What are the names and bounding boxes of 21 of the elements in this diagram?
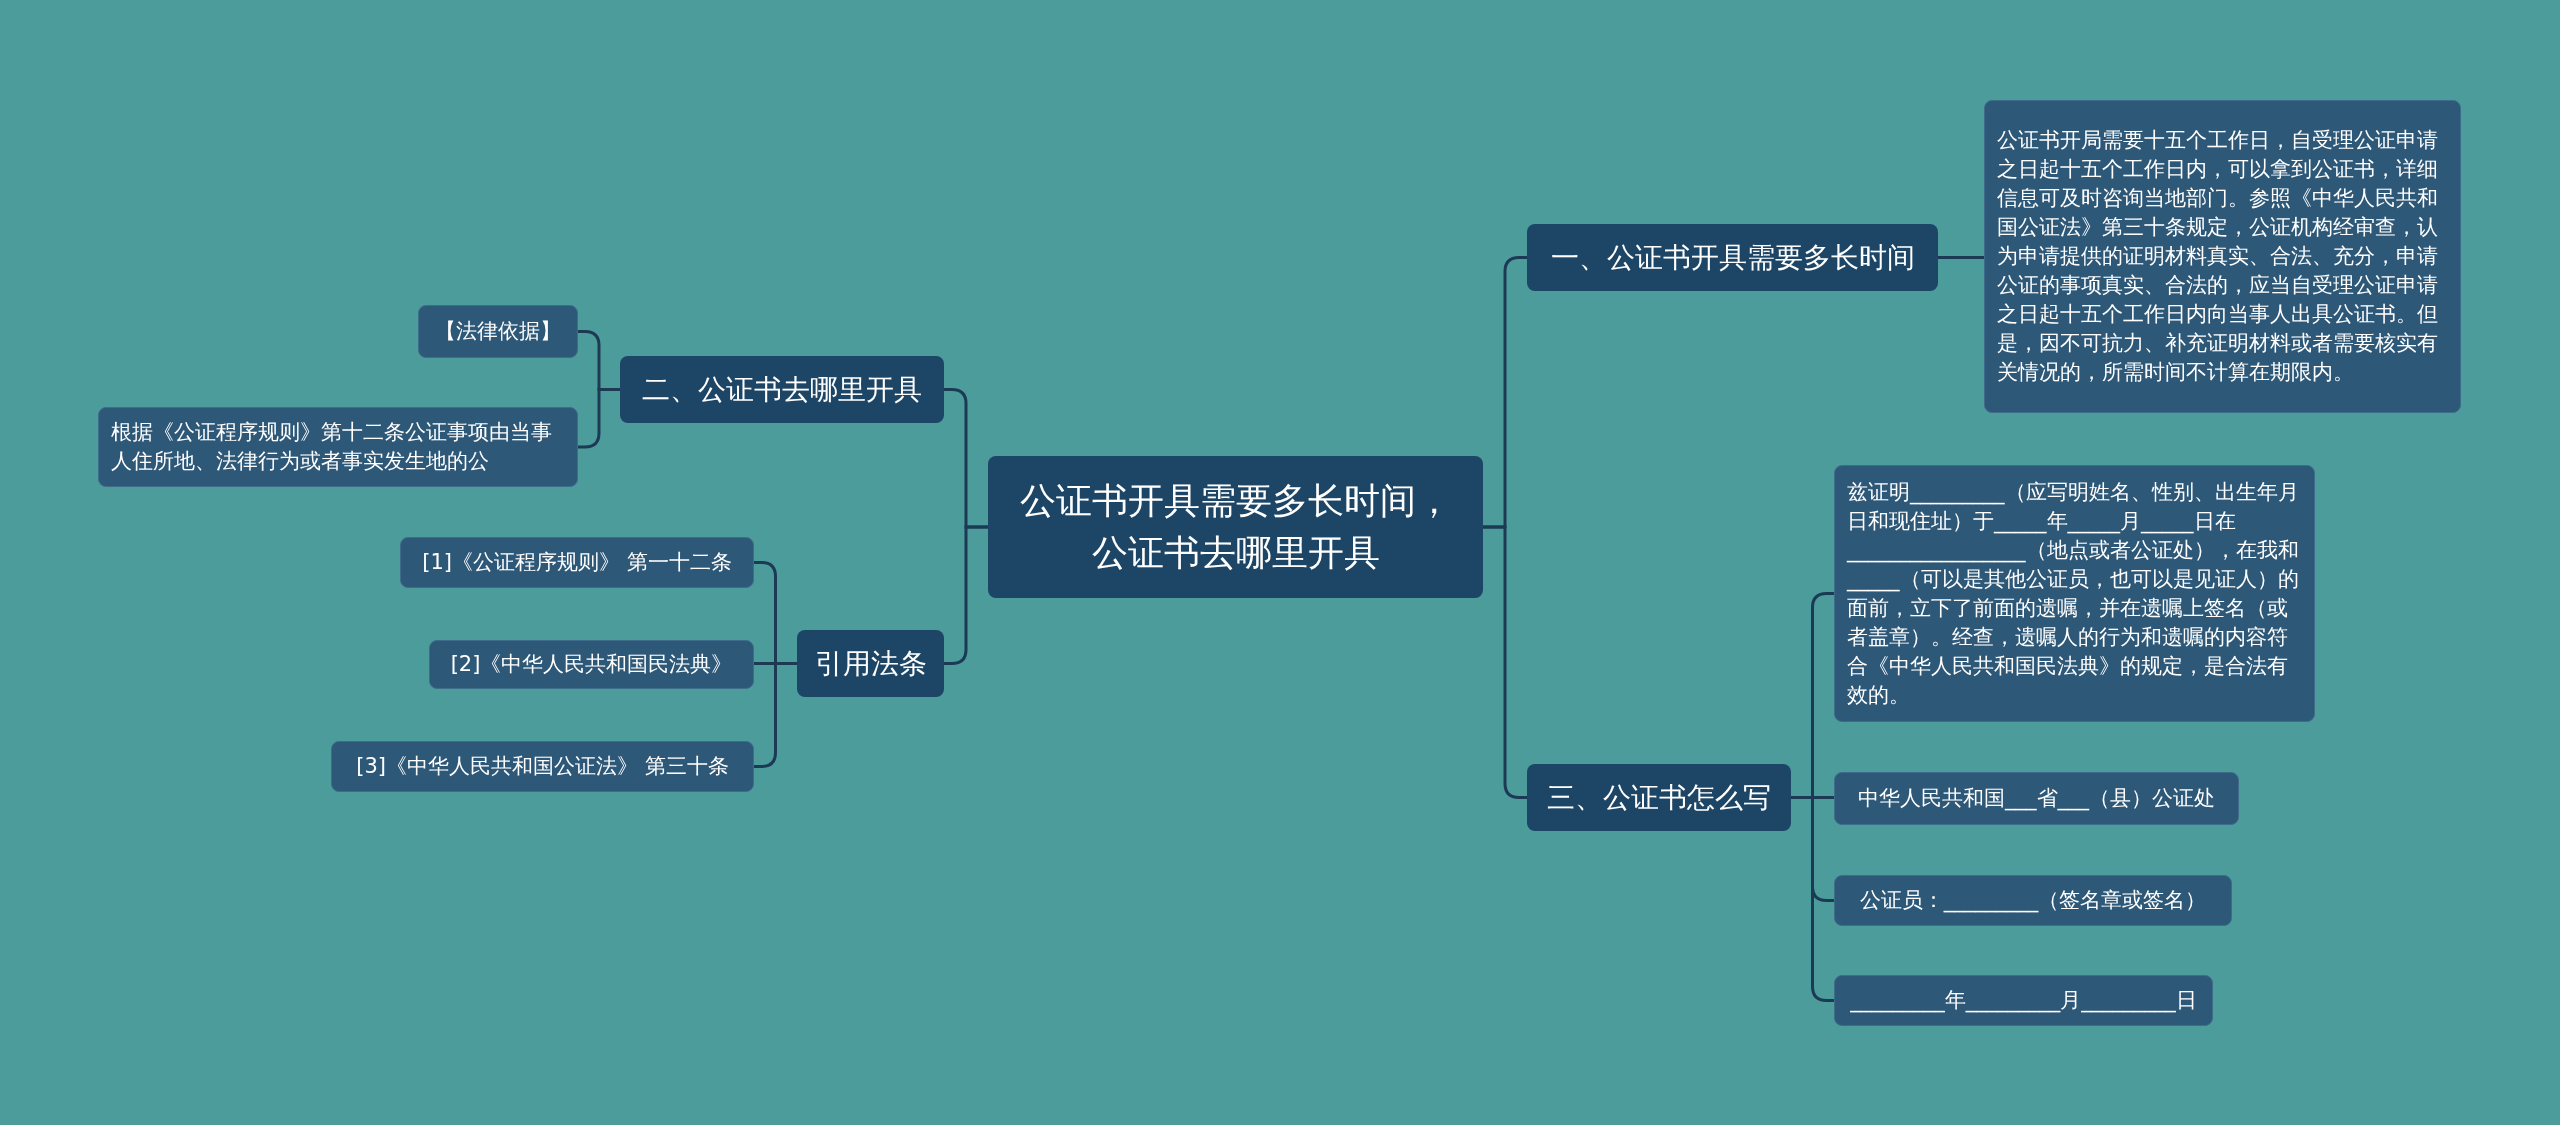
subtopic-box: [2]《中华人民共和国民法典》 bbox=[429, 640, 754, 689]
topic-box: 二、公证书去哪里开具 bbox=[620, 356, 944, 423]
note-box: 公证书开局需要十五个工作日，自受理公证申请之日起十五个工作日内，可以拿到公证书，详细信息可及时咨询当地部门。参照《中华人民共和国公证法》第三十条规定，公证机构经审查，认为申请提供的证明材料真实、合法、充分，申请公证的事项真实、合法的，应当自受理公证申请之日起十五个工作日内向当事人出具公证书。但是，因不可抗力、补充证明材料或者需要核实有关情况的，所需时间不计算在期限内。 bbox=[1984, 100, 2461, 413]
connector-line bbox=[754, 662, 797, 768]
topic-box: 引用法条 bbox=[797, 630, 944, 697]
subtopic-box: 【法律依据】 bbox=[418, 305, 578, 358]
note-box: 兹证明_________（应写明姓名、性别、出生年月日和现住址）于_____年_____月_____日在_________________（地点或者公证处），在我和_____（可以是其他公证员，也可以是见证人）的面前，立下了前面的遗嘱，并在遗嘱上签名（或者盖章）。经查，遗嘱人的行为和遗嘱的内容符合《中华人民共和国民法典》的规定，是合法有效的。 bbox=[1834, 465, 2315, 722]
subtopic-box: [3]《中华人民共和国公证法》 第三十条 bbox=[331, 741, 754, 792]
subtopic-box: [1]《公证程序规则》 第一十二条 bbox=[400, 537, 754, 588]
topic-box: 三、公证书怎么写 bbox=[1527, 764, 1791, 831]
topic-box: 一、公证书开具需要多长时间 bbox=[1527, 224, 1938, 291]
connector-line bbox=[578, 388, 620, 449]
connector-line bbox=[944, 525, 988, 665]
connector-line bbox=[1938, 256, 1984, 259]
subtopic-box: 中华人民共和国___省___（县）公证处 bbox=[1834, 772, 2239, 825]
connector-line bbox=[1791, 796, 1834, 1002]
subtopic-box: _________年_________月_________日 bbox=[1834, 975, 2213, 1026]
note-box: 根据《公证程序规则》第十二条公证事项由当事人住所地、法律行为或者事实发生地的公 bbox=[98, 407, 578, 487]
connector-line bbox=[1483, 525, 1527, 799]
subtopic-box: 公证员：_________（签名章或签名） bbox=[1834, 875, 2232, 926]
central-topic: 公证书开具需要多长时间，公证书去哪里开具 bbox=[988, 456, 1483, 598]
